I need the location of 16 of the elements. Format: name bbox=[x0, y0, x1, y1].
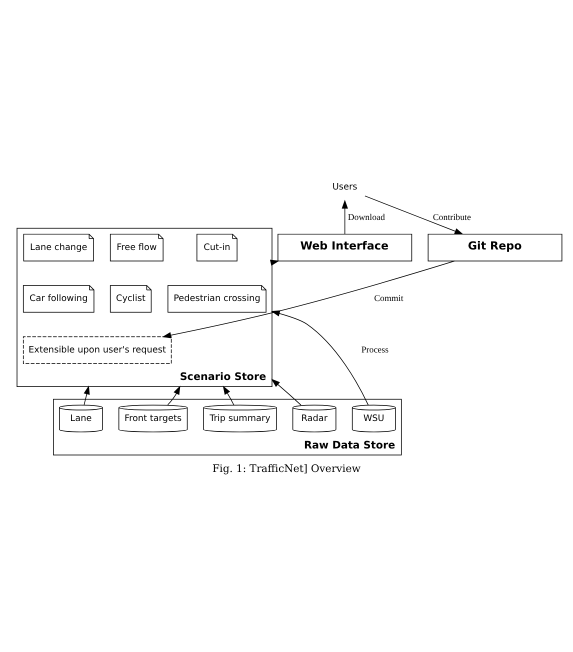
arrow bbox=[84, 386, 90, 406]
edge-label: Process bbox=[361, 344, 389, 354]
edge-label: Contribute bbox=[432, 212, 471, 222]
arrow bbox=[342, 200, 348, 234]
arrow bbox=[271, 378, 302, 406]
arrow bbox=[270, 310, 369, 406]
caption: Fig. 1: TrafficNet] Overview bbox=[212, 463, 361, 476]
edge-label: Download bbox=[348, 212, 385, 222]
edge-label: Commit bbox=[374, 293, 404, 304]
node-box: Extensible upon user's request bbox=[22, 336, 172, 364]
node-text: Users bbox=[332, 182, 358, 193]
arrow bbox=[222, 386, 234, 406]
arrow bbox=[364, 196, 464, 234]
node-box: Web Interface bbox=[278, 234, 412, 262]
node-box: Git Repo bbox=[428, 234, 562, 262]
arrow bbox=[167, 386, 180, 406]
